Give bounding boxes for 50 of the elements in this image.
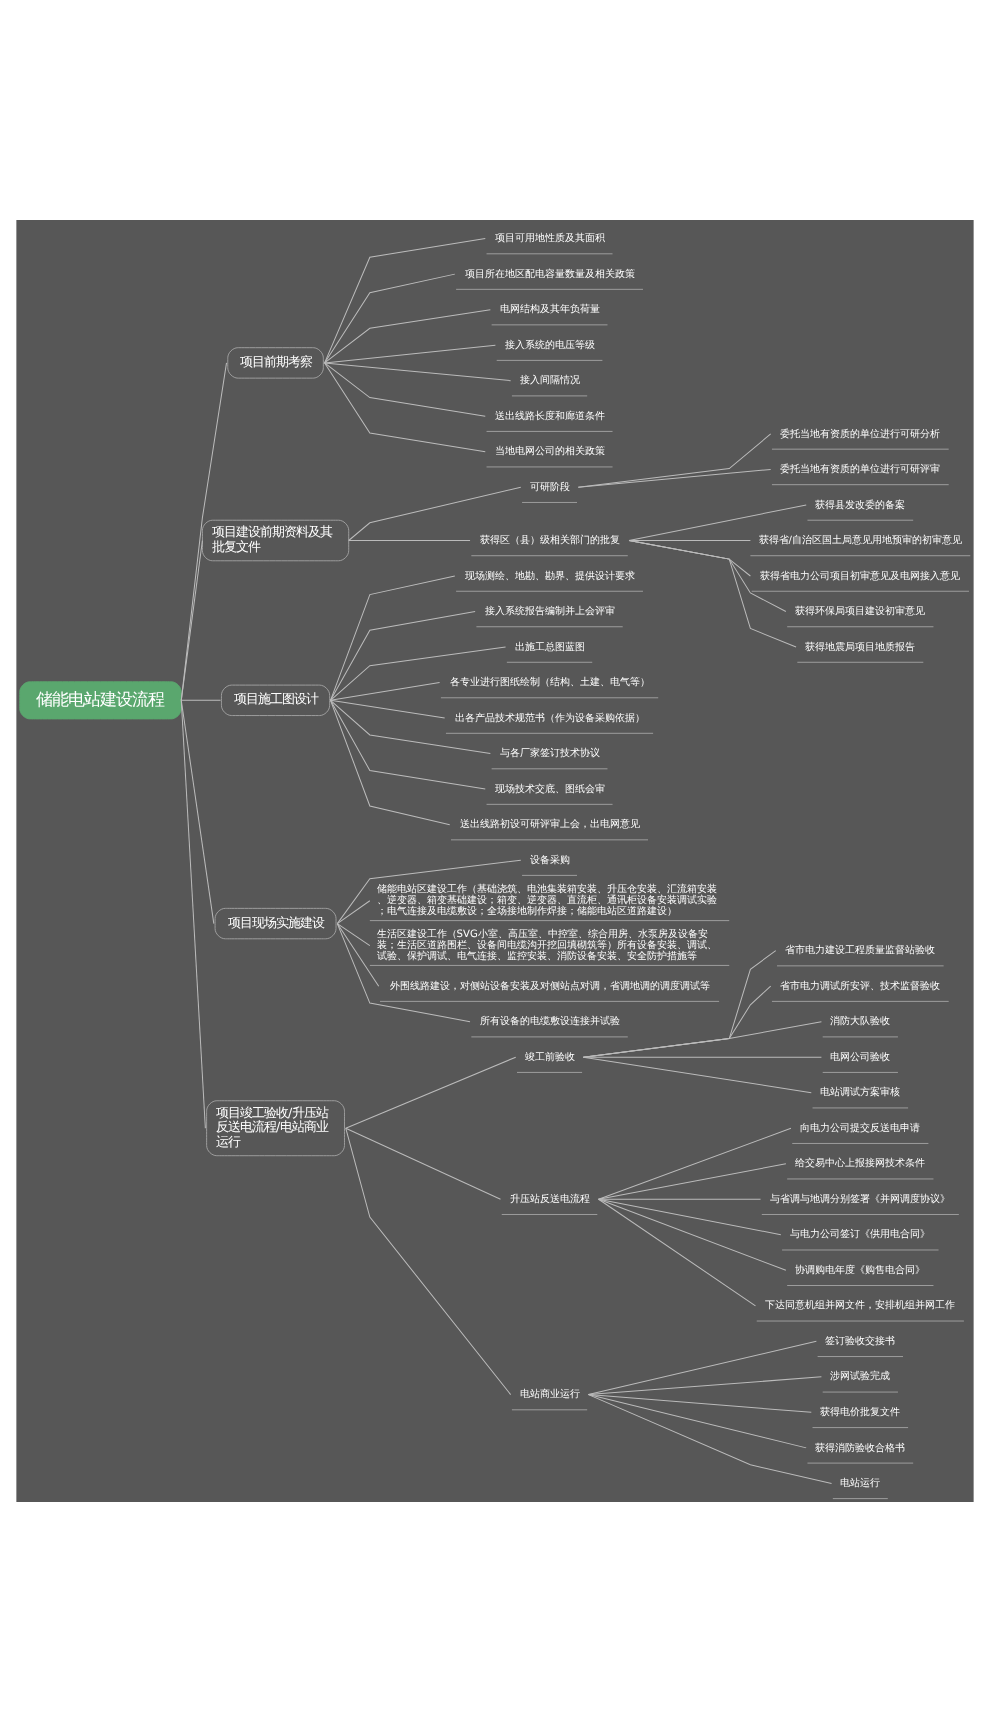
connector — [324, 309, 491, 364]
connector — [330, 575, 456, 701]
connector — [577, 433, 772, 488]
connector — [324, 362, 486, 453]
connector — [598, 1198, 756, 1307]
connector — [628, 504, 807, 541]
connector — [324, 273, 456, 364]
connector — [598, 1163, 787, 1200]
connector — [587, 1340, 817, 1396]
connector — [345, 1127, 512, 1396]
connector — [336, 923, 380, 987]
connector — [330, 699, 486, 790]
connector — [180, 540, 203, 701]
connector — [330, 646, 507, 701]
connector — [324, 362, 486, 417]
connector — [336, 923, 371, 947]
connector — [330, 699, 491, 755]
connector — [598, 1127, 792, 1200]
connector — [330, 699, 451, 826]
connector — [324, 344, 496, 364]
connector — [582, 1021, 822, 1058]
connector — [598, 1198, 762, 1200]
connector — [628, 540, 751, 541]
connector — [587, 1394, 833, 1484]
connector — [180, 699, 215, 925]
connector — [577, 468, 772, 488]
connector — [628, 540, 797, 648]
connector — [330, 699, 446, 719]
connector — [336, 859, 522, 925]
connector — [345, 1127, 501, 1200]
connector — [587, 1394, 807, 1449]
connector — [330, 611, 476, 701]
connector — [348, 486, 522, 541]
connector — [336, 923, 471, 1023]
connector — [330, 682, 441, 701]
connector — [324, 238, 486, 364]
connector — [345, 1056, 517, 1129]
connector — [336, 900, 371, 925]
connector — [180, 699, 222, 701]
connector — [348, 540, 471, 541]
connector — [598, 1198, 782, 1236]
node-box: 储能电站建设流程 — [19, 681, 182, 720]
connector — [628, 540, 751, 577]
connector — [582, 1056, 812, 1094]
connector — [598, 1198, 787, 1271]
connector — [587, 1394, 812, 1413]
connector — [180, 699, 206, 1129]
connector — [628, 540, 787, 613]
connector — [180, 362, 227, 701]
connector — [324, 362, 512, 382]
